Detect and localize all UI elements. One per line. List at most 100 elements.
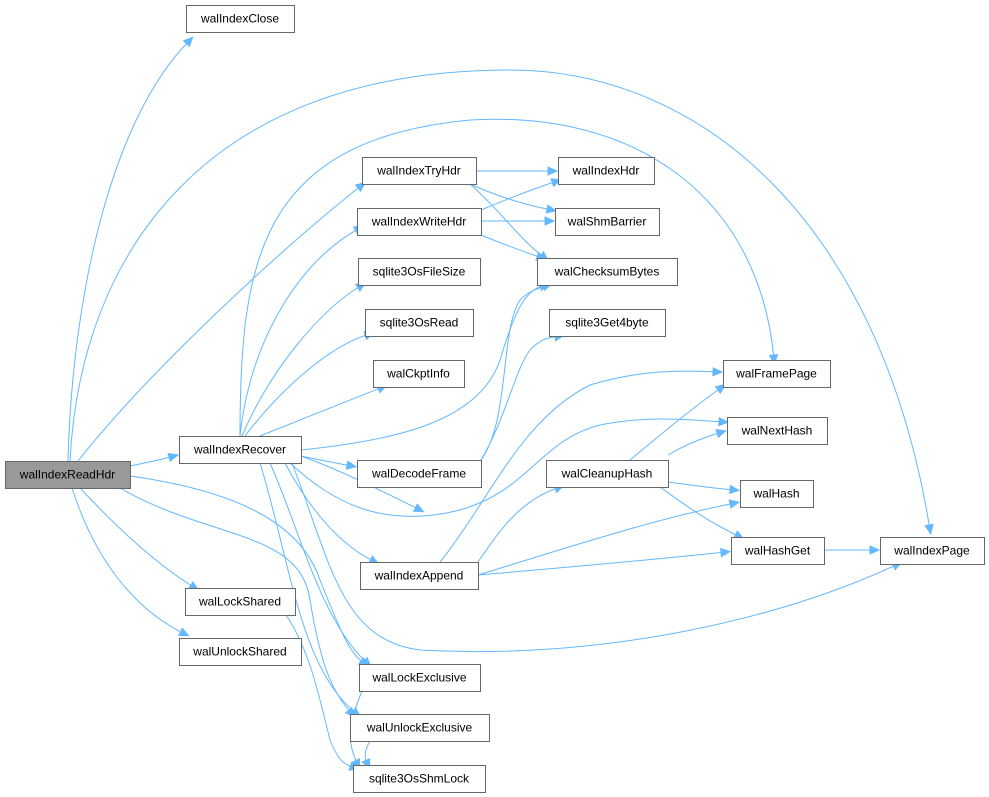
node-sqlite3OsRead-box: [365, 309, 474, 337]
node-walNextHash-box: [727, 417, 828, 445]
edge-walIndexReadHdr-to-walUnlockShared-line: [71, 487, 186, 635]
edge-walIndexRecover-to-walFramePage-arrowhead: [768, 354, 779, 366]
edge-walIndexReadHdr-to-walIndexRecover: [129, 452, 180, 467]
node-walLockShared-label: walLockShared: [198, 595, 281, 609]
node-sqlite3Get4byte-box: [549, 309, 666, 337]
edge-walIndexRecover-to-sqlite3OsFileSize: [241, 282, 367, 437]
edge-walIndexRecover-to-walIndexPage-line: [291, 462, 899, 652]
node-walIndexWriteHdr[interactable]: walIndexWriteHdr: [357, 208, 482, 236]
node-walLockExclusive-box: [359, 664, 481, 692]
edge-walIndexRecover-to-walUnlockExclusive-line: [259, 462, 358, 715]
node-walFramePage-box: [723, 360, 831, 388]
node-walIndexReadHdr: walIndexReadHdr: [5, 461, 131, 489]
node-walLockExclusive-label: walLockExclusive: [371, 671, 466, 685]
node-walIndexWriteHdr-box: [357, 208, 482, 236]
edge-walIndexRecover-to-walDecodeFrame: [300, 455, 358, 470]
edge-walIndexReadHdr-to-walLockExclusive-line: [129, 475, 366, 665]
edge-walIndexAppend-to-walHash-line: [477, 502, 736, 576]
node-walIndexAppend[interactable]: walIndexAppend: [360, 562, 479, 590]
node-walShmBarrier-label: walShmBarrier: [567, 215, 647, 229]
node-walShmBarrier[interactable]: walShmBarrier: [555, 208, 660, 236]
node-walIndexTryHdr[interactable]: walIndexTryHdr: [362, 157, 477, 185]
node-walIndexHdr-label: walIndexHdr: [572, 164, 640, 178]
node-walHash[interactable]: walHash: [740, 480, 814, 508]
edge-walIndexTryHdr-to-walShmBarrier-line: [469, 183, 553, 211]
edge-walIndexRecover-to-sqlite3Get4byte-arrowhead: [412, 503, 425, 513]
edge-walIndexRecover-to-walIndexWriteHdr: [239, 225, 365, 437]
node-walDecodeFrame[interactable]: walDecodeFrame: [357, 460, 482, 488]
edge-walCleanupHash-to-walFramePage-line: [629, 386, 723, 461]
edge-walCleanupHash-to-walHash-arrowhead: [729, 484, 741, 495]
node-walCkptInfo-label: walCkptInfo: [386, 367, 450, 381]
edge-walIndexRecover-to-walNextHash: [289, 416, 730, 517]
edge-walUnlockExclusive-to-sqlite3OsShmLock: [361, 740, 371, 770]
edge-walIndexReadHdr-to-walIndexClose: [67, 36, 194, 462]
node-walChecksumBytes-box: [537, 258, 678, 286]
node-walShmBarrier-box: [555, 208, 660, 236]
edge-walIndexTryHdr-to-walIndexHdr-arrowhead: [547, 166, 559, 176]
node-walCkptInfo[interactable]: walCkptInfo: [373, 360, 465, 388]
node-walLockShared[interactable]: walLockShared: [185, 588, 296, 616]
node-walHashGet-box: [731, 537, 825, 565]
node-walIndexTryHdr-box: [362, 157, 477, 185]
edge-walIndexRecover-to-walDecodeFrame-arrowhead: [345, 460, 358, 470]
node-sqlite3OsRead[interactable]: sqlite3OsRead: [365, 309, 474, 337]
edge-walIndexAppend-to-walHashGet-line: [477, 551, 727, 576]
node-walIndexTryHdr-label: walIndexTryHdr: [376, 164, 461, 178]
node-sqlite3OsFileSize-box: [358, 258, 481, 286]
edge-walIndexReadHdr-to-walIndexPage: [69, 69, 934, 536]
node-walHash-box: [740, 480, 814, 508]
node-walIndexPage-box: [880, 537, 985, 565]
node-walNextHash[interactable]: walNextHash: [727, 417, 828, 445]
edge-walIndexRecover-to-walChecksumBytes-line: [300, 284, 546, 451]
edge-walIndexReadHdr-to-walIndexClose-arrowhead: [182, 36, 194, 48]
node-walFramePage-label: walFramePage: [735, 367, 817, 381]
edge-walIndexRecover-to-sqlite3OsFileSize-line: [241, 284, 363, 437]
edge-walHashGet-to-walIndexPage: [823, 545, 881, 555]
node-walIndexAppend-box: [360, 562, 479, 590]
node-walIndexClose-box: [186, 5, 295, 33]
node-walHash-label: walHash: [752, 487, 799, 501]
node-sqlite3Get4byte[interactable]: sqlite3Get4byte: [549, 309, 666, 337]
node-walIndexAppend-label: walIndexAppend: [374, 569, 464, 583]
edge-walCleanupHash-to-walHash-line: [667, 481, 736, 491]
node-walFramePage[interactable]: walFramePage: [723, 360, 831, 388]
edge-walIndexReadHdr-to-walLockShared: [79, 487, 200, 591]
edge-walIndexRecover-to-walDecodeFrame-line: [300, 455, 353, 467]
edge-walIndexRecover-to-sqlite3OsRead: [244, 331, 375, 437]
edge-walIndexRecover-to-walLockExclusive: [269, 462, 372, 668]
edge-walCleanupHash-to-walFramePage: [629, 383, 727, 461]
node-walHashGet[interactable]: walHashGet: [731, 537, 825, 565]
node-walIndexClose[interactable]: walIndexClose: [186, 5, 295, 33]
node-walDecodeFrame-box: [357, 460, 482, 488]
node-walIndexPage[interactable]: walIndexPage: [880, 537, 985, 565]
edge-walIndexTryHdr-to-walChecksumBytes-line: [469, 183, 546, 259]
node-walLockExclusive[interactable]: walLockExclusive: [359, 664, 481, 692]
edge-walIndexRecover-to-walLockExclusive-line: [269, 462, 369, 665]
edge-walDecodeFrame-to-walChecksumBytes: [480, 282, 553, 461]
node-walUnlockExclusive[interactable]: walUnlockExclusive: [350, 714, 490, 742]
edge-walIndexReadHdr-to-walIndexTryHdr: [77, 181, 367, 462]
edge-walCleanupHash-to-walNextHash: [667, 429, 727, 456]
node-walCleanupHash[interactable]: walCleanupHash: [546, 460, 669, 488]
edge-walIndexReadHdr-to-walUnlockExclusive-line: [119, 487, 353, 715]
edge-walCleanupHash-to-walFramePage-arrowhead: [714, 383, 727, 395]
node-walChecksumBytes[interactable]: walChecksumBytes: [537, 258, 678, 286]
edge-walIndexWriteHdr-to-walChecksumBytes-line: [480, 234, 543, 259]
node-walUnlockShared[interactable]: walUnlockShared: [179, 638, 302, 666]
node-walCkptInfo-box: [373, 360, 465, 388]
node-sqlite3OsShmLock[interactable]: sqlite3OsShmLock: [353, 765, 486, 793]
node-walIndexRecover-label: walIndexRecover: [193, 443, 286, 457]
node-walDecodeFrame-label: walDecodeFrame: [371, 467, 466, 481]
edge-walIndexRecover-to-walFramePage-line: [239, 118, 775, 437]
edge-walCleanupHash-to-walHash: [667, 481, 741, 495]
node-walHashGet-label: walHashGet: [744, 544, 811, 558]
node-walIndexHdr[interactable]: walIndexHdr: [558, 157, 655, 185]
node-walIndexRecover[interactable]: walIndexRecover: [179, 436, 302, 464]
edge-walIndexReadHdr-to-walIndexRecover-arrowhead: [167, 452, 180, 463]
node-sqlite3OsFileSize[interactable]: sqlite3OsFileSize: [358, 258, 481, 286]
node-sqlite3OsShmLock-box: [353, 765, 486, 793]
edge-walIndexRecover-to-sqlite3OsRead-line: [244, 333, 371, 437]
edge-walIndexTryHdr-to-walShmBarrier-arrowhead: [545, 204, 558, 214]
edge-walIndexAppend-to-walFramePage-arrowhead: [712, 366, 724, 377]
